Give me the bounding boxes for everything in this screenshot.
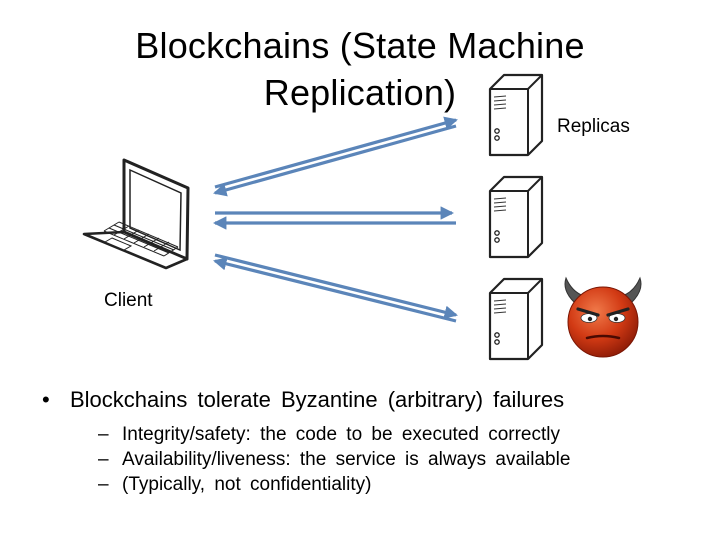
title-line-1: Blockchains (State Machine xyxy=(135,25,585,66)
sub-bullet-text: Availability/liveness: the service is al… xyxy=(122,449,571,470)
server-icon xyxy=(488,175,544,259)
bullet-dot: • xyxy=(42,387,50,412)
slide-title: Blockchains (State Machine Replication) xyxy=(60,22,660,116)
arrow-to-replica-3 xyxy=(214,253,458,319)
devil-face-icon xyxy=(564,276,642,358)
main-bullet: • Blockchains tolerate Byzantine (arbitra… xyxy=(42,387,564,413)
sub-bullet: –Integrity/safety: the code to be execut… xyxy=(98,424,561,445)
replicas-label: Replicas xyxy=(557,116,630,137)
title-line-2: Replication) xyxy=(263,72,457,113)
arrow-to-replica-1 xyxy=(214,116,458,189)
sub-bullet-list: –Integrity/safety: the code to be execut… xyxy=(98,422,570,497)
sub-bullet: –(Typically, not confidentiality) xyxy=(98,474,372,495)
replication-diagram xyxy=(82,73,642,361)
message-arrows xyxy=(212,116,458,323)
laptop-icon xyxy=(82,158,190,270)
sub-bullet: –Availability/liveness: the service is a… xyxy=(98,449,571,470)
sub-bullet-text: (Typically, not confidentiality) xyxy=(122,474,372,495)
sub-bullet-text: Integrity/safety: the code to be execute… xyxy=(122,424,561,445)
main-bullet-text: Blockchains tolerate Byzantine (arbitrar… xyxy=(70,387,565,412)
server-icon xyxy=(488,277,544,361)
arrow-from-replica-3 xyxy=(213,257,457,323)
client-label: Client xyxy=(104,290,153,311)
server-icon xyxy=(488,73,544,157)
arrow-from-replica-1 xyxy=(213,124,457,197)
